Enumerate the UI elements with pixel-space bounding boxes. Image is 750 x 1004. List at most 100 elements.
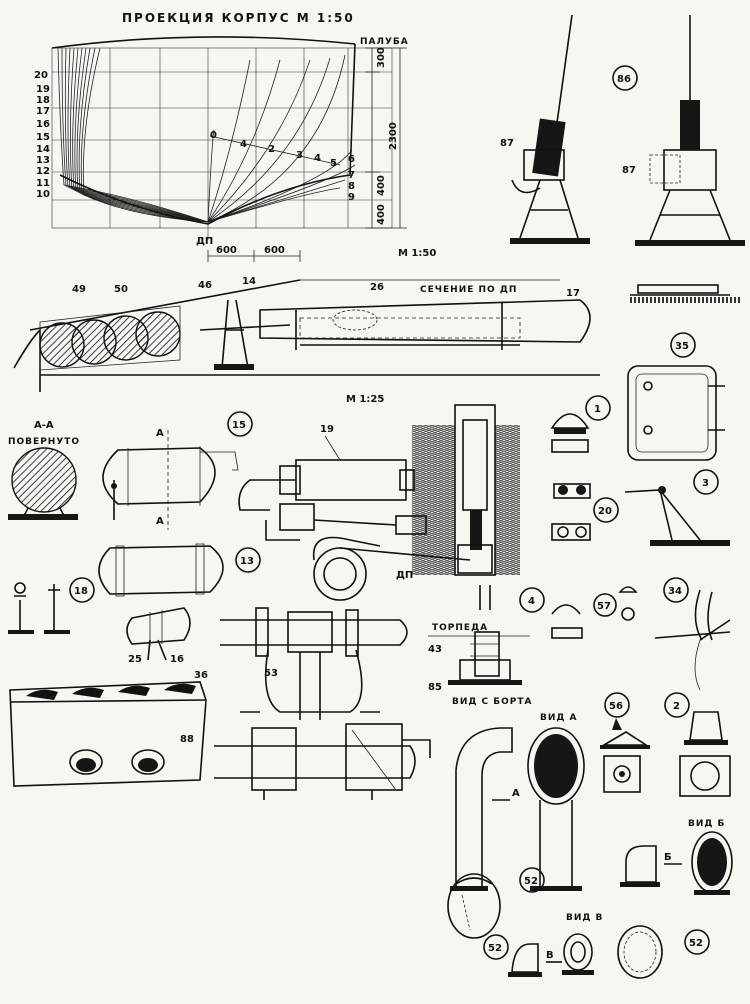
callout-57: 57 — [597, 601, 611, 612]
station-14: 14 — [36, 144, 50, 155]
ventilator-elbow: А — [450, 727, 520, 891]
view-a-label: ВИД А — [540, 713, 578, 723]
section-dp-title: СЕЧЕНИЕ ПО ДП — [420, 285, 517, 295]
deck-label: ПАЛУБА — [360, 37, 409, 47]
dim-600-left: 600 — [216, 245, 237, 256]
detail-1-fairlead: 1 — [550, 395, 611, 453]
station-r8: 8 — [348, 181, 355, 192]
callout-52-right: 52 — [689, 938, 703, 949]
callout-14: 14 — [242, 276, 256, 287]
dim-300: 300 — [376, 47, 387, 68]
detail-13-cylinder: 13 — [98, 543, 261, 597]
scale-50-label: М 1:50 — [398, 248, 436, 259]
detail-52-cowl: 52 — [447, 867, 545, 939]
station-r2: 2 — [268, 144, 275, 155]
detail-25-16: 25 16 — [126, 607, 191, 665]
station-12: 12 — [36, 166, 50, 177]
callout-15: 15 — [232, 420, 246, 431]
body-plan-title: ПРОЕКЦИЯ КОРПУС М 1:50 — [122, 11, 355, 25]
callout-3: 3 — [702, 478, 709, 489]
section-aa: А-А ПОВЕРНУТО — [8, 420, 80, 520]
detail-4-chock: 4 — [519, 587, 583, 639]
callout-85: 85 — [428, 682, 442, 693]
callout-35: 35 — [675, 341, 689, 352]
station-11: 11 — [36, 178, 50, 189]
torpedo-label: ТОРПЕДА — [432, 623, 488, 633]
callout-34: 34 — [668, 586, 682, 597]
body-plan: ПРОЕКЦИЯ КОРПУС М 1:50 — [34, 11, 436, 262]
callout-17: 17 — [566, 288, 580, 299]
stacked-tanks — [39, 305, 181, 371]
station-16: 16 — [36, 119, 50, 130]
detail-56-lamp: 56 — [600, 692, 650, 793]
callout-88: 88 — [180, 734, 194, 745]
arrow-a-label: А — [512, 788, 520, 799]
cut-a-bottom: А — [156, 516, 164, 527]
rotated-label: ПОВЕРНУТО — [8, 437, 80, 447]
dp-small-label: ДП — [396, 570, 413, 581]
detail-34-mast-stay: 34 — [654, 577, 731, 691]
callout-87-left: 87 — [500, 138, 514, 149]
station-r5: 5 — [330, 158, 337, 169]
callout-25: 25 — [128, 654, 142, 665]
callout-86: 86 — [617, 74, 631, 85]
arrow-v-label: В — [546, 950, 554, 961]
detail-53-pipe-frame: 53 — [220, 607, 408, 720]
callout-49: 49 — [72, 284, 86, 295]
station-17: 17 — [36, 106, 50, 117]
detail-hatch: 35 — [627, 284, 740, 461]
station-15: 15 — [36, 132, 50, 143]
centerline-label: ДП — [196, 236, 213, 247]
station-10: 10 — [36, 189, 50, 200]
arrow-b-label: Б — [664, 852, 672, 863]
dim-400-upper: 400 — [376, 175, 387, 196]
dim-2300: 2300 — [388, 122, 399, 150]
callout-52-mid: 52 — [524, 876, 538, 887]
callout-1: 1 — [594, 404, 601, 415]
station-r0: 0 — [210, 130, 217, 141]
ventilator-view-v: 52 В ВИД В — [483, 913, 602, 977]
callout-20: 20 — [598, 506, 612, 517]
ventilator-view-a: ВИД А — [527, 713, 585, 891]
callout-46: 46 — [198, 280, 212, 291]
lower-pipe-assembly — [214, 723, 431, 800]
side-view-label: ВИД С БОРТА — [452, 697, 533, 707]
detail-20-bollard: 20 — [551, 483, 619, 541]
cut-a-top: А — [156, 428, 164, 439]
station-r4a: 4 — [240, 139, 247, 150]
detail-36-88-deck: 36 88 — [9, 670, 208, 787]
station-13: 13 — [36, 155, 50, 166]
dim-600-right: 600 — [264, 245, 285, 256]
crane-front-view: 86 87 — [612, 15, 745, 246]
ventilator-view-b: ВИД Б Б — [620, 819, 733, 895]
station-r4b: 4 — [314, 153, 321, 164]
detail-3-stay: 3 — [624, 469, 730, 546]
detail-52-right: 52 — [617, 925, 710, 979]
station-r7: 7 — [348, 170, 355, 181]
detail-15-cylinder: А А 15 — [102, 411, 253, 530]
longitudinal-section: СЕЧЕНИЕ ПО ДП 49 50 46 14 26 17 М 1:25 — [13, 276, 600, 405]
callout-52-left: 52 — [488, 943, 502, 954]
section-aa-title: А-А — [34, 420, 54, 431]
callout-43: 43 — [428, 644, 442, 655]
callout-18: 18 — [74, 586, 88, 597]
callout-50: 50 — [114, 284, 128, 295]
detail-2-bitt: 2 — [664, 692, 731, 797]
station-r9: 9 — [348, 192, 355, 203]
callout-56: 56 — [609, 701, 623, 712]
callout-2: 2 — [673, 701, 680, 712]
callout-36: 36 — [194, 670, 208, 681]
callout-13: 13 — [240, 556, 254, 567]
station-18: 18 — [36, 95, 50, 106]
station-20: 20 — [34, 70, 48, 81]
callout-53: 53 — [264, 668, 278, 679]
callout-4: 4 — [528, 596, 535, 607]
torpedo-launcher: ТОРПЕДА 43 85 ВИД С БОРТА — [428, 585, 533, 707]
callout-87-right: 87 — [622, 165, 636, 176]
view-b-label: ВИД Б — [688, 819, 725, 829]
station-r6: 6 — [348, 154, 355, 165]
callout-19: 19 — [320, 424, 334, 435]
detail-57-vent-cap: 57 — [593, 586, 638, 621]
